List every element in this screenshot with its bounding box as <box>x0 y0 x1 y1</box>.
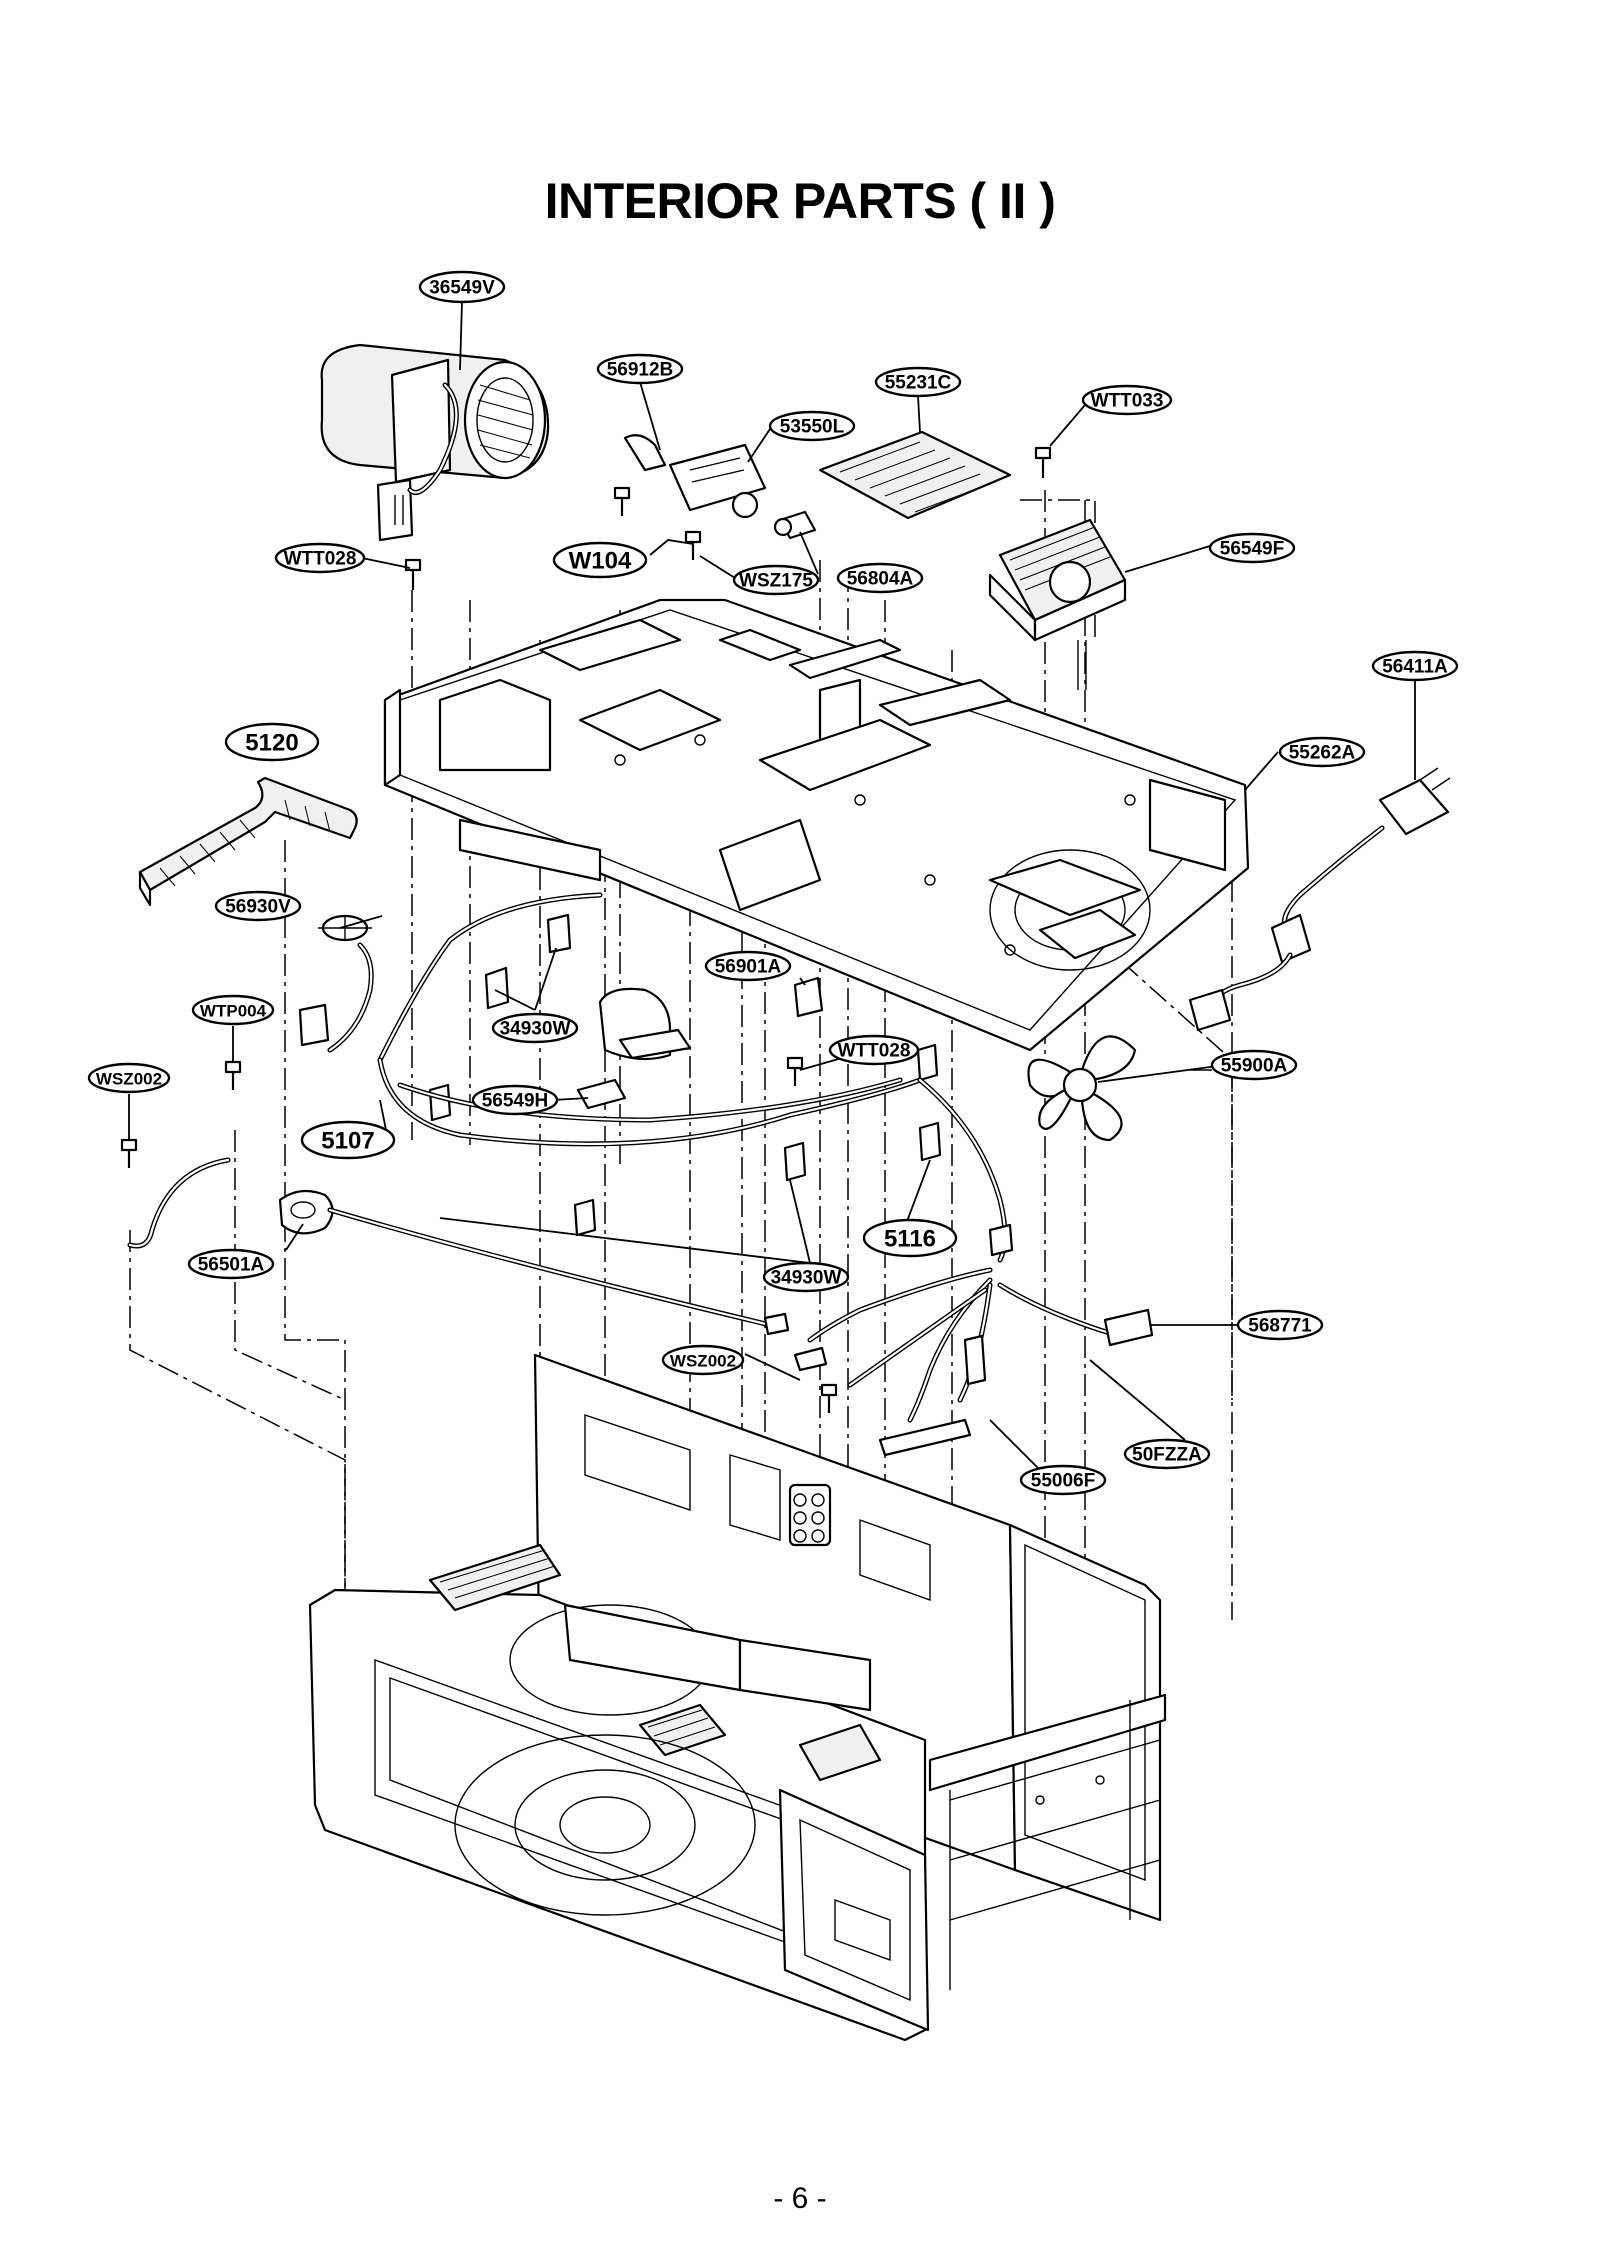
fan-blade <box>1027 1035 1137 1142</box>
fan-motor <box>988 518 1127 690</box>
callout-W104: W104 <box>552 541 648 579</box>
svg-text:56901A: 56901A <box>715 957 782 978</box>
svg-text:50FZZA: 50FZZA <box>1132 1445 1202 1466</box>
callout-WTP004: WTP004 <box>191 994 275 1026</box>
svg-text:WSZ002: WSZ002 <box>670 1352 736 1371</box>
page-title: INTERIOR PARTS ( II ) <box>544 173 1056 229</box>
svg-text:WSZ175: WSZ175 <box>739 571 813 592</box>
svg-text:55262A: 55262A <box>1289 743 1356 764</box>
callout-WTT028-mid: WTT028 <box>828 1034 920 1066</box>
air-duct <box>138 776 358 907</box>
oven-cavity <box>308 1353 1167 2042</box>
svg-text:5116: 5116 <box>884 1226 936 1253</box>
svg-text:56912B: 56912B <box>607 360 674 381</box>
callout-55006F: 55006F <box>1019 1464 1107 1496</box>
callout-53550L: 53550L <box>768 410 856 442</box>
callout-WSZ002-left: WSZ002 <box>87 1062 171 1094</box>
svg-text:55006F: 55006F <box>1031 1471 1095 1492</box>
blower-motor-assembly <box>320 343 550 542</box>
callout-56804A: 56804A <box>836 562 924 594</box>
callout-WSZ175: WSZ175 <box>732 564 820 596</box>
callout-568771: 568771 <box>1236 1309 1324 1341</box>
svg-text:56804A: 56804A <box>847 569 914 590</box>
callout-55900A: 55900A <box>1210 1049 1298 1081</box>
callout-WTT028-top: WTT028 <box>274 542 366 574</box>
callout-34930W-top: 34930W <box>491 1012 579 1044</box>
svg-text:53550L: 53550L <box>780 417 845 438</box>
callout-WSZ002-right: WSZ002 <box>661 1344 745 1376</box>
callout-56549H: 56549H <box>471 1084 559 1116</box>
svg-text:56411A: 56411A <box>1382 657 1448 678</box>
callout-5120: 5120 <box>224 722 320 762</box>
callouts: 36549V 56912B 55231C WTT033 53550L WTT02… <box>87 270 1459 1496</box>
callout-56411A: 56411A <box>1371 650 1459 682</box>
svg-text:34930W: 34930W <box>771 1268 842 1289</box>
callout-56930V: 56930V <box>214 890 302 922</box>
callout-WTT033: WTT033 <box>1081 384 1173 416</box>
svg-text:56549F: 56549F <box>1220 539 1284 560</box>
lamp-assembly <box>623 434 817 540</box>
grille-filter <box>818 430 1012 520</box>
svg-text:36549V: 36549V <box>429 278 495 299</box>
callout-5107: 5107 <box>300 1120 396 1160</box>
wire-harness <box>327 892 1154 1457</box>
svg-text:56501A: 56501A <box>198 1255 265 1276</box>
callout-5116: 5116 <box>862 1218 958 1258</box>
svg-text:56549H: 56549H <box>482 1091 549 1112</box>
callout-36549V: 36549V <box>418 270 506 304</box>
svg-text:55231C: 55231C <box>885 373 952 394</box>
svg-text:WTT028: WTT028 <box>838 1041 911 1062</box>
svg-text:34930W: 34930W <box>500 1019 571 1040</box>
svg-text:5120: 5120 <box>245 730 298 757</box>
base-plate <box>383 598 1250 1052</box>
svg-text:WTT028: WTT028 <box>284 549 357 570</box>
page-number: - 6 - <box>773 2182 827 2215</box>
callout-56549F: 56549F <box>1208 532 1296 564</box>
callout-56912B: 56912B <box>596 353 684 385</box>
svg-text:568771: 568771 <box>1248 1316 1312 1337</box>
svg-text:WSZ002: WSZ002 <box>96 1070 162 1089</box>
callout-55231C: 55231C <box>874 366 962 398</box>
callout-34930W-bottom: 34930W <box>762 1261 850 1293</box>
callout-55262A: 55262A <box>1278 736 1366 768</box>
power-cord <box>1188 767 1451 1032</box>
svg-text:WTP004: WTP004 <box>200 1002 267 1021</box>
callout-50FZZA: 50FZZA <box>1123 1438 1211 1470</box>
svg-text:56930V: 56930V <box>225 897 291 918</box>
small-components <box>127 913 942 1249</box>
callout-56501A: 56501A <box>187 1248 275 1280</box>
svg-text:WTT033: WTT033 <box>1091 391 1164 412</box>
svg-text:55900A: 55900A <box>1221 1056 1288 1077</box>
svg-text:5107: 5107 <box>321 1128 374 1155</box>
callout-56901A: 56901A <box>704 950 792 982</box>
svg-text:W104: W104 <box>569 548 632 575</box>
